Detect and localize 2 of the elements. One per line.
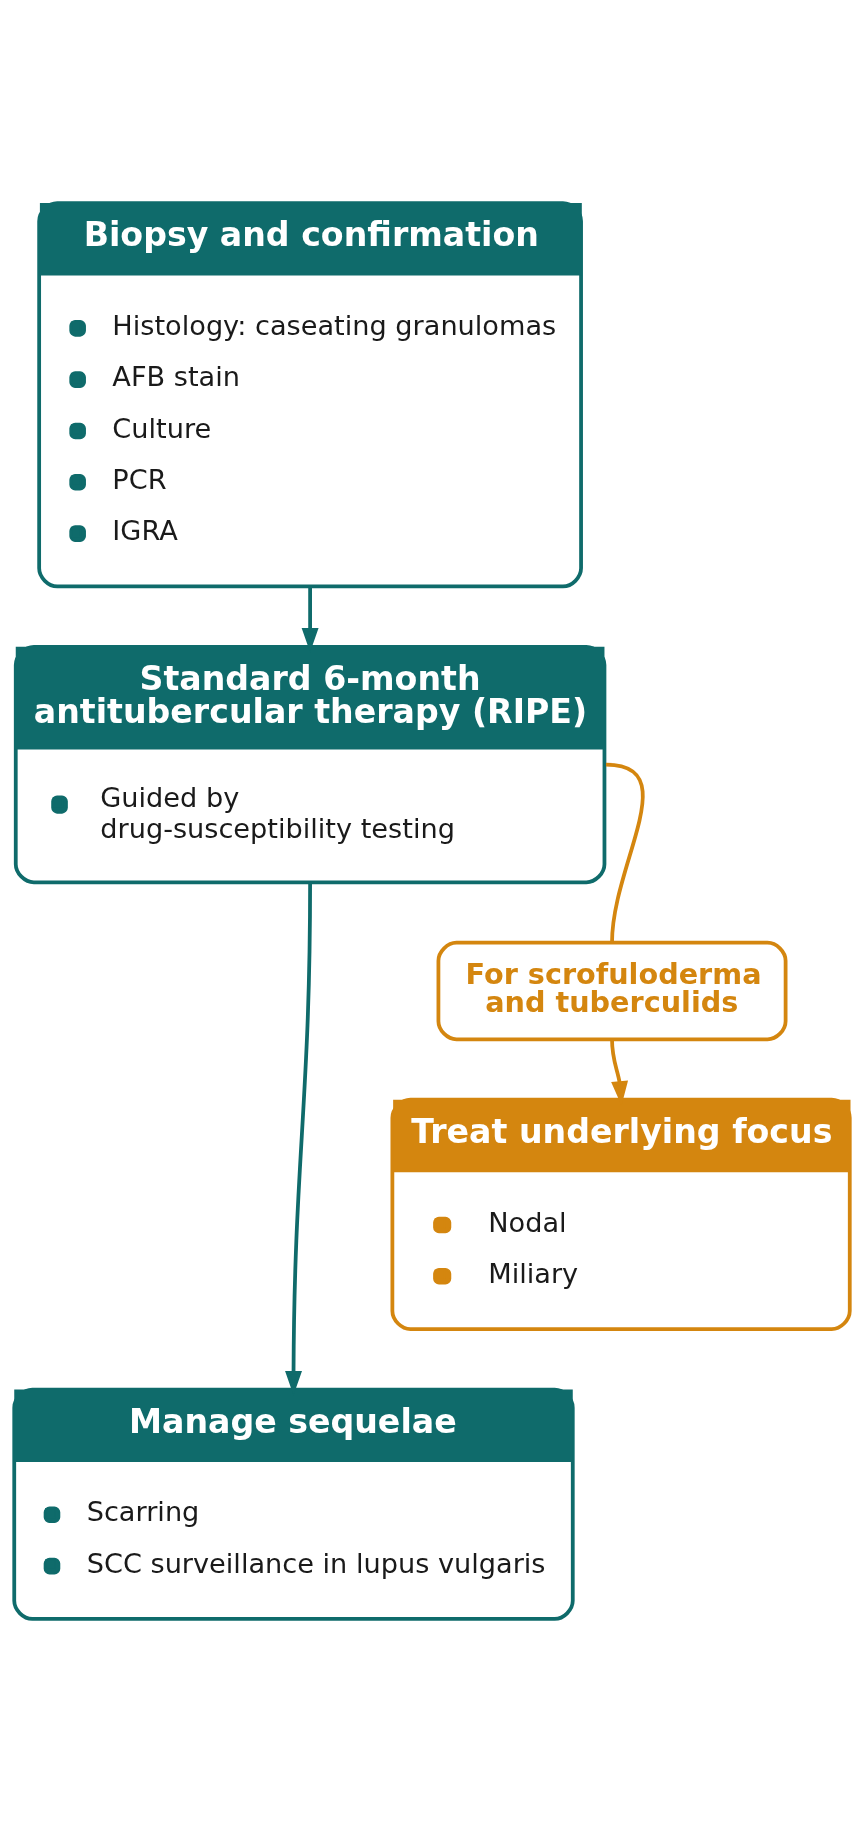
node-box: For scrofuloderma and tuberculids	[436, 940, 788, 1041]
connector	[605, 762, 645, 943]
